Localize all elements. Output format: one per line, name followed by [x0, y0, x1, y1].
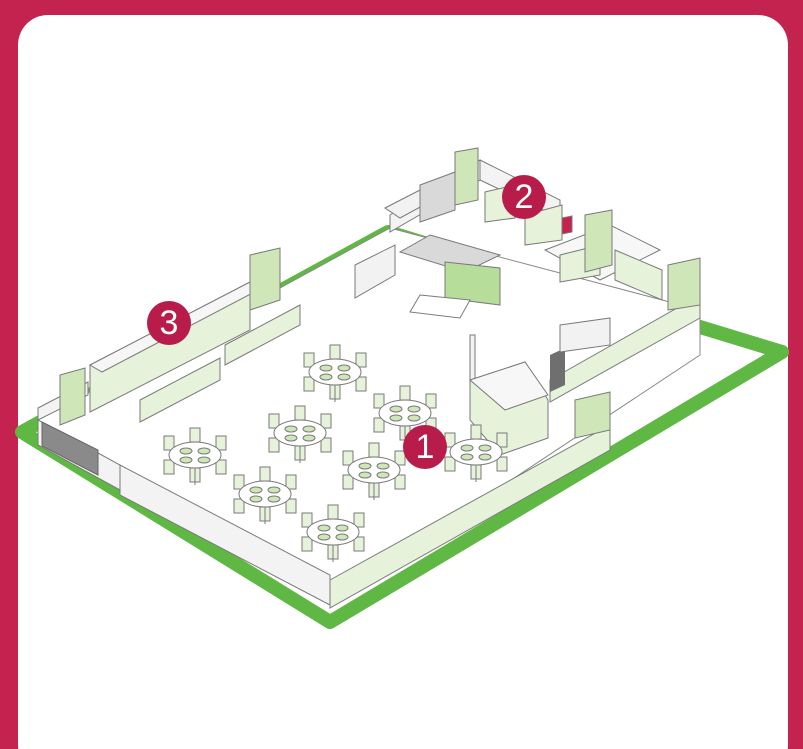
table-top — [273, 419, 327, 447]
chair-icon — [285, 498, 297, 514]
plate — [179, 447, 193, 455]
plate — [284, 425, 298, 433]
chair-icon — [301, 536, 313, 552]
marker-2-label: 2 — [515, 178, 534, 216]
plate — [317, 524, 331, 532]
chair-icon — [425, 393, 437, 409]
chair-icon — [233, 474, 245, 490]
plate — [267, 486, 281, 494]
marker-3-label: 3 — [160, 304, 179, 342]
chair-icon — [320, 437, 332, 453]
plate — [337, 364, 351, 372]
plate — [197, 447, 211, 455]
dining-table — [268, 405, 332, 463]
marker-2[interactable]: 2 — [502, 175, 546, 219]
chair-icon — [163, 435, 175, 451]
dining-table — [342, 442, 406, 500]
plate — [407, 414, 421, 422]
chair-icon — [327, 504, 339, 520]
chair-icon — [355, 376, 367, 392]
plate — [302, 434, 316, 442]
plate — [389, 414, 403, 422]
kitchen-block — [354, 147, 701, 319]
chair-icon — [470, 424, 482, 440]
chair-icon — [342, 474, 354, 490]
chair-icon — [342, 450, 354, 466]
chair-icon — [215, 459, 227, 475]
chair-icon — [329, 344, 341, 360]
plate — [460, 453, 474, 461]
chair-icon — [163, 459, 175, 475]
dining-table — [373, 385, 437, 443]
plate — [179, 456, 193, 464]
plate — [358, 462, 372, 470]
chair-icon — [496, 456, 508, 472]
chair-icon — [394, 450, 406, 466]
chair-icon — [353, 512, 365, 528]
door-panels — [41, 348, 565, 476]
chair-icon — [268, 413, 280, 429]
table-top — [449, 438, 503, 466]
dining-tables — [163, 344, 508, 562]
plate — [337, 373, 351, 381]
marker-3[interactable]: 3 — [147, 301, 191, 345]
plate — [407, 405, 421, 413]
table-top — [168, 441, 222, 469]
chair-icon — [496, 432, 508, 448]
chair-icon — [355, 352, 367, 368]
chair-icon — [320, 413, 332, 429]
dining-table — [233, 466, 297, 524]
chair-icon — [444, 456, 456, 472]
plate — [389, 405, 403, 413]
chair-icon — [294, 405, 306, 421]
plate — [376, 471, 390, 479]
chair-icon — [394, 474, 406, 490]
plate — [302, 425, 316, 433]
dining-table — [444, 424, 508, 482]
plate — [249, 486, 263, 494]
marker-1[interactable]: 1 — [403, 425, 447, 469]
reception-counter — [468, 317, 611, 456]
table-top — [308, 358, 362, 386]
chair-icon — [268, 437, 280, 453]
chair-icon — [233, 498, 245, 514]
plate — [319, 364, 333, 372]
chair-icon — [373, 393, 385, 409]
plate — [335, 524, 349, 532]
table-top — [347, 456, 401, 484]
fire-extinguisher-icon — [561, 215, 573, 235]
chair-icon — [303, 376, 315, 392]
plate — [460, 444, 474, 452]
plate — [197, 456, 211, 464]
chair-icon — [285, 474, 297, 490]
plate — [478, 444, 492, 452]
plate — [358, 471, 372, 479]
plate — [478, 453, 492, 461]
chair-icon — [301, 512, 313, 528]
table-top — [238, 480, 292, 508]
marker-1-label: 1 — [416, 428, 435, 466]
table-top — [378, 399, 432, 427]
dining-table — [301, 504, 365, 562]
plate — [267, 495, 281, 503]
chair-icon — [189, 427, 201, 443]
chair-icon — [368, 442, 380, 458]
chair-icon — [353, 536, 365, 552]
dining-table — [163, 427, 227, 485]
plate — [249, 495, 263, 503]
dining-table — [303, 344, 367, 402]
table-top — [306, 518, 360, 546]
chair-icon — [399, 385, 411, 401]
chair-icon — [215, 435, 227, 451]
plate — [376, 462, 390, 470]
plate — [335, 533, 349, 541]
chair-icon — [259, 466, 271, 482]
chair-icon — [303, 352, 315, 368]
plate — [319, 373, 333, 381]
plate — [317, 533, 331, 541]
chair-icon — [373, 417, 385, 433]
plate — [284, 434, 298, 442]
